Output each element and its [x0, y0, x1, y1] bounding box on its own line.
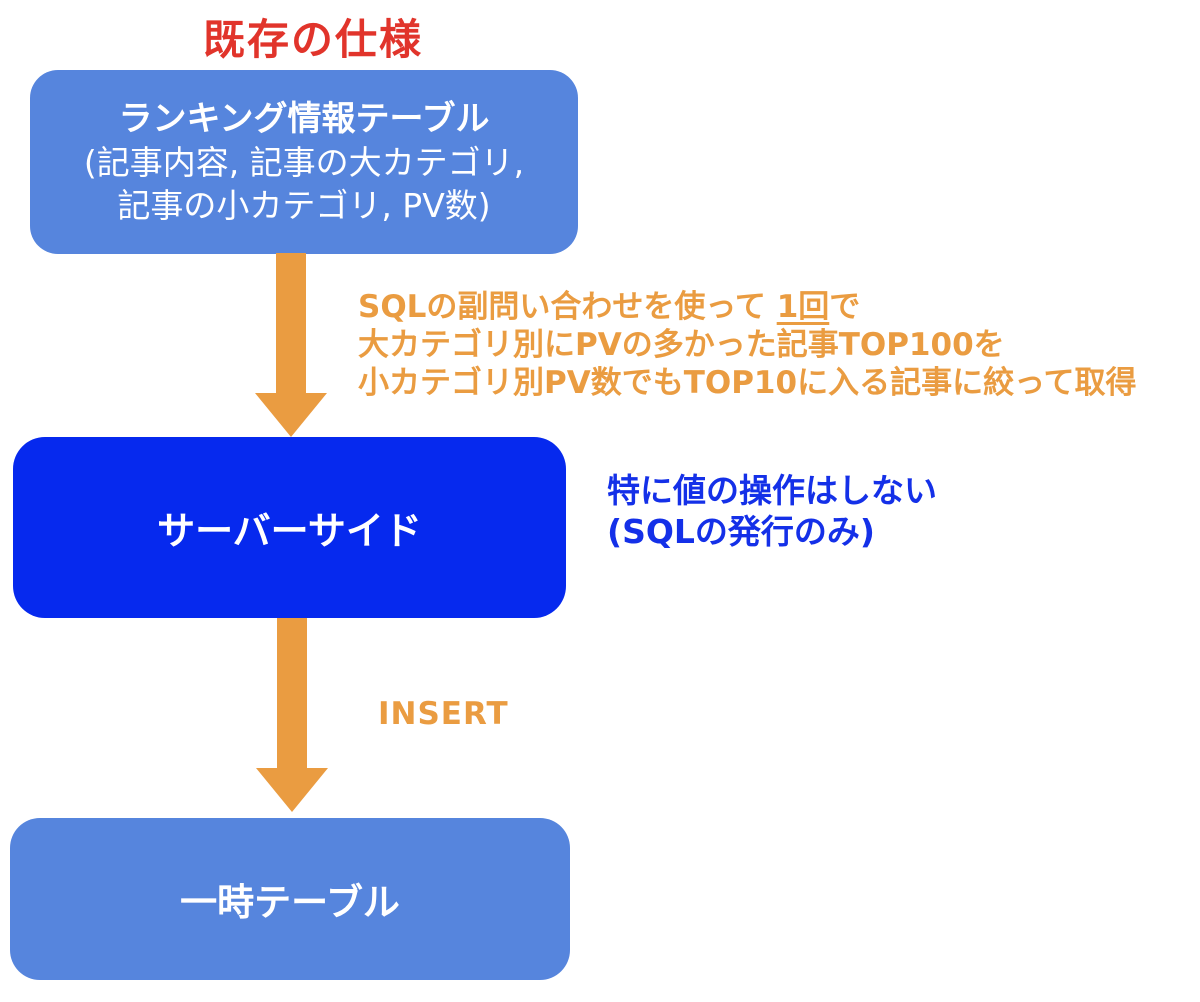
arrow-shaft — [277, 618, 307, 768]
sql-note-line-2: 大カテゴリ別にPVの多かった記事TOP100を — [358, 327, 1005, 363]
sql-note-line-3: 小カテゴリ別PV数でもTOP10に入る記事に絞って取得 — [358, 365, 1137, 401]
arrow-shaft — [276, 253, 306, 393]
ranking-table-detail-line-2: 記事の小カテゴリ, PV数) — [117, 185, 491, 225]
sql-note-line-1: SQLの副問い合わせを使って 1回で — [358, 288, 1137, 326]
sql-note-line1-pre: SQLの副問い合わせを使って — [358, 289, 777, 325]
server-side-note: 特に値の操作はしない (SQLの発行のみ) — [607, 470, 937, 552]
sql-query-note: SQLの副問い合わせを使って 1回で 大カテゴリ別にPVの多かった記事TOP10… — [358, 288, 1137, 402]
temp-table-label: 一時テーブル — [180, 881, 400, 924]
server-note-line-1: 特に値の操作はしない — [607, 471, 937, 510]
arrow-down-icon — [255, 253, 327, 437]
arrow-head — [256, 768, 328, 812]
ranking-table-title: ランキング情報テーブル — [118, 98, 490, 139]
node-temp-table: 一時テーブル — [10, 818, 570, 980]
sql-note-line1-underlined: 1回 — [776, 289, 830, 325]
diagram-title: 既存の仕様 — [203, 15, 424, 64]
arrow-head — [255, 393, 327, 437]
sql-note-line1-post: で — [829, 289, 861, 325]
ranking-table-detail-line-1: (記事内容, 記事の大カテゴリ, — [83, 142, 525, 182]
server-note-line-2: (SQLの発行のみ) — [607, 512, 876, 551]
node-ranking-table: ランキング情報テーブル (記事内容, 記事の大カテゴリ, 記事の小カテゴリ, P… — [30, 70, 578, 254]
insert-operation-label: INSERT — [378, 696, 509, 732]
arrow-down-icon — [256, 618, 328, 812]
node-server-side: サーバーサイド — [13, 437, 566, 618]
server-side-label: サーバーサイド — [157, 509, 422, 553]
